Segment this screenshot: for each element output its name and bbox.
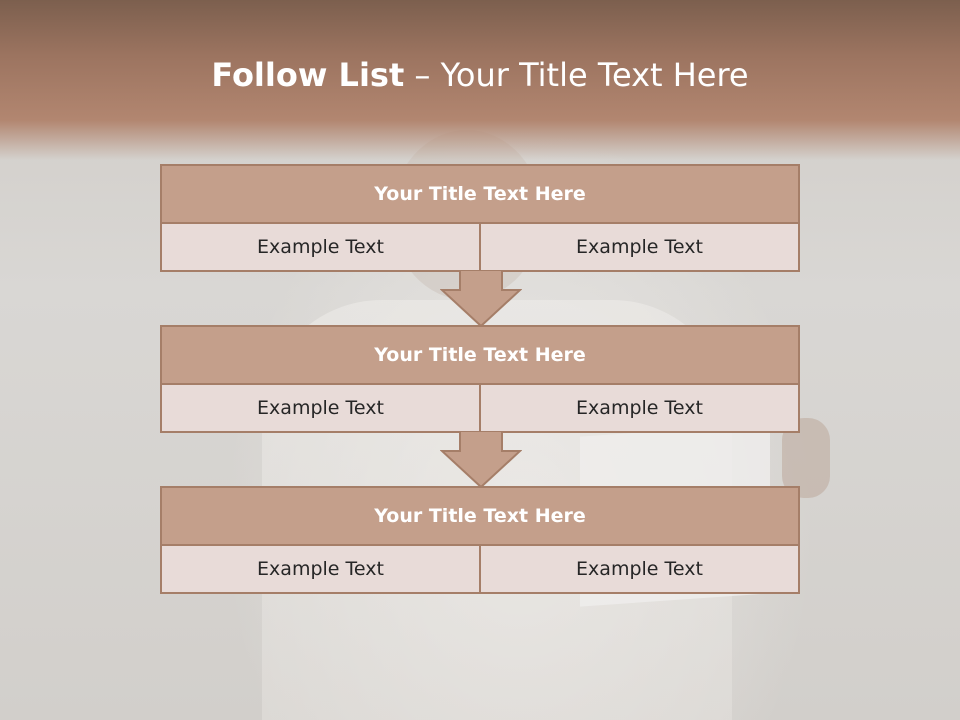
slide-title: Follow List – Your Title Text Here	[0, 56, 960, 94]
block-cell-right: Example Text	[479, 385, 798, 431]
block-cell-left: Example Text	[162, 546, 479, 592]
block-title: Your Title Text Here	[162, 327, 798, 385]
block-title: Your Title Text Here	[162, 166, 798, 224]
header-band	[0, 0, 960, 160]
slide-title-bold: Follow List	[211, 56, 405, 94]
block-cell-left: Example Text	[162, 385, 479, 431]
block-cell-right: Example Text	[479, 224, 798, 270]
slide-title-rest: – Your Title Text Here	[404, 56, 749, 94]
list-block-3: Your Title Text Here Example Text Exampl…	[160, 486, 800, 594]
down-arrow-icon	[440, 270, 522, 328]
block-cell-left: Example Text	[162, 224, 479, 270]
list-block-1: Your Title Text Here Example Text Exampl…	[160, 164, 800, 272]
block-cell-right: Example Text	[479, 546, 798, 592]
block-title: Your Title Text Here	[162, 488, 798, 546]
down-arrow-icon	[440, 431, 522, 489]
list-block-2: Your Title Text Here Example Text Exampl…	[160, 325, 800, 433]
